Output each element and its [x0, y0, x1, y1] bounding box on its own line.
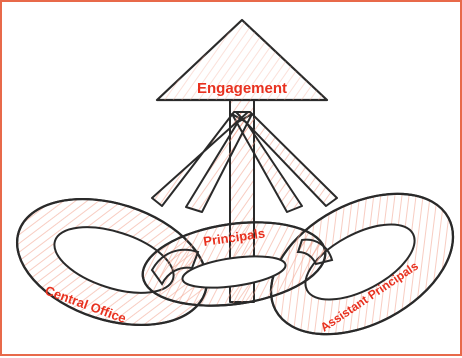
chain-link-assistant-principals: Assistant Principals: [269, 192, 455, 336]
chain-overlaps: [150, 238, 334, 286]
chain-link-principals: Principals: [141, 221, 327, 307]
arrow-head: Engagement: [155, 18, 329, 102]
engagement-label: Engagement: [197, 80, 287, 97]
